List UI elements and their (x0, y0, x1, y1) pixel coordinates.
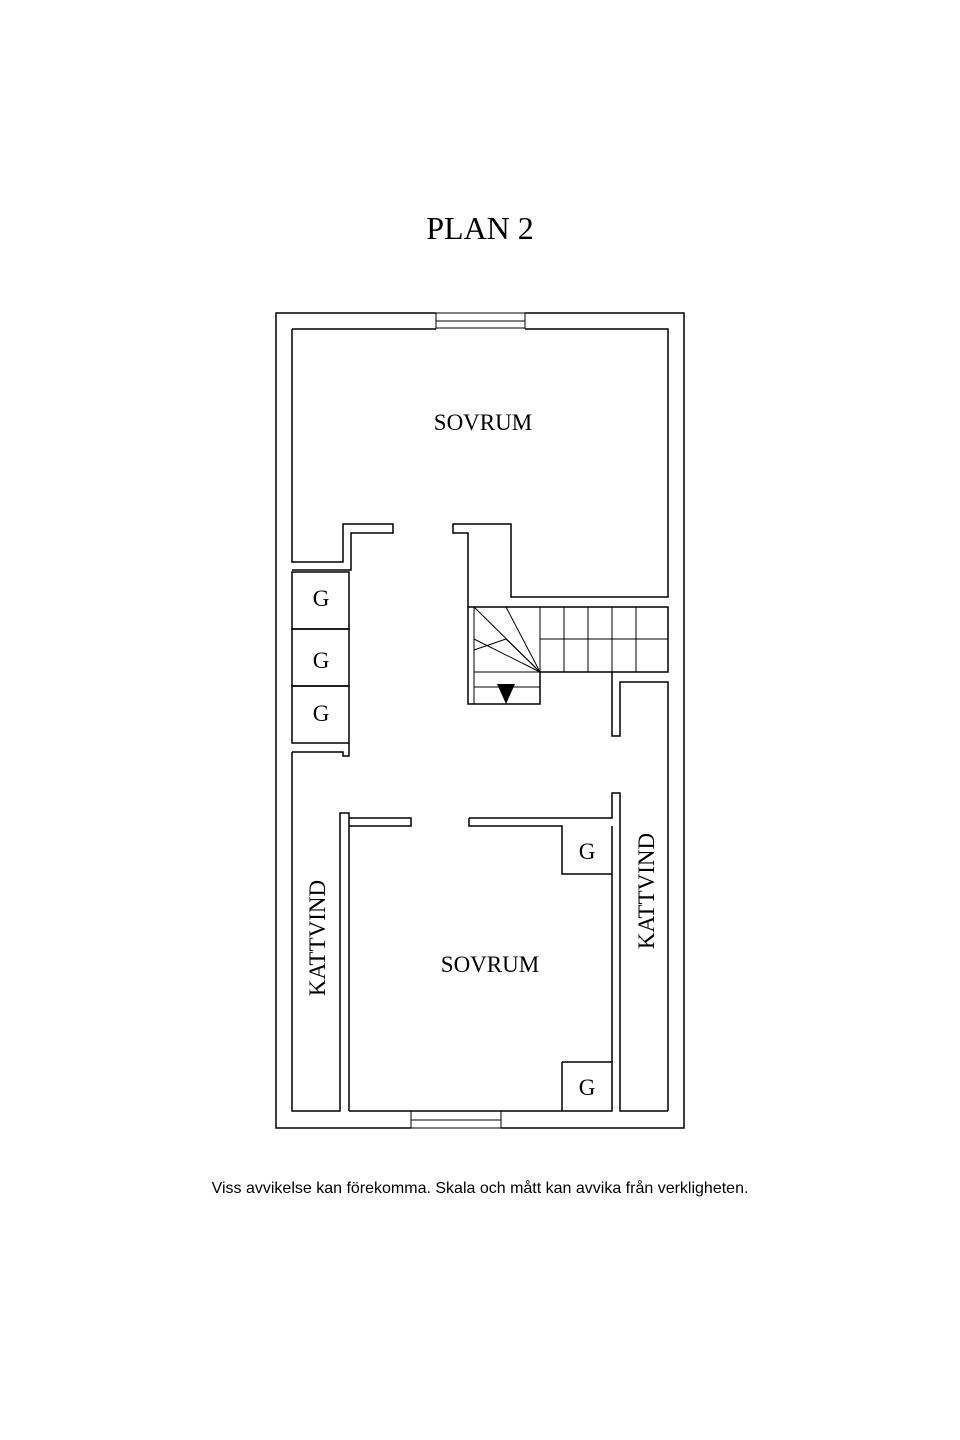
upper-bedroom-wall-left (291, 329, 394, 571)
staircase (467, 606, 669, 705)
closet-label: G (313, 701, 330, 726)
lower-bedroom-label: SOVRUM (441, 952, 539, 977)
left-attic-label: KATTVIND (305, 880, 330, 996)
plan-title: PLAN 2 (426, 210, 534, 246)
right-attic-label: KATTVIND (634, 833, 659, 949)
top-window (435, 312, 526, 329)
bottom-window (410, 1110, 502, 1129)
closet-label: G (579, 1075, 596, 1100)
closet-label: G (313, 648, 330, 673)
disclaimer-text: Viss avvikelse kan förekomma. Skala och … (211, 1180, 749, 1197)
stair-direction-arrow-icon (497, 684, 515, 704)
right-inner-wall (611, 672, 669, 1111)
closet-label: G (579, 839, 596, 864)
left-attic-wall (291, 752, 412, 1112)
outer-wall (275, 312, 685, 1129)
upper-bedroom-label: SOVRUM (434, 410, 532, 435)
lower-bedroom-wall (349, 792, 668, 1112)
upper-bedroom-wall-right (292, 328, 669, 607)
closet-stack-left (291, 571, 350, 757)
closet-label: G (313, 586, 330, 611)
